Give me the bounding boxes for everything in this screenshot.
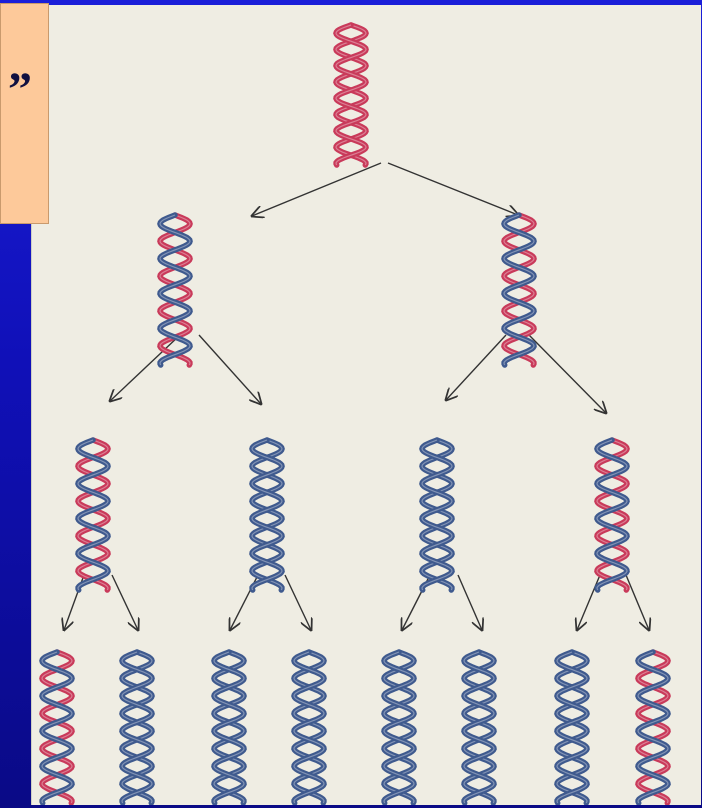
- callout-quote-mark: ”: [8, 66, 32, 114]
- replication-arrow-1-1: [199, 335, 261, 404]
- replication-arrow-2-5: [458, 575, 482, 630]
- dna-helix-gen2-2: [422, 440, 452, 590]
- replication-arrow-0-1: [388, 163, 518, 215]
- callout-box: ”: [0, 3, 49, 224]
- dna-helix-gen3-3: [294, 652, 324, 803]
- dna-helix-gen3-7: [638, 652, 668, 803]
- dna-helix-gen1-1: [504, 215, 534, 365]
- dna-replication-diagram: [31, 5, 701, 805]
- replication-arrow-2-3: [285, 575, 311, 630]
- replication-arrow-1-3: [529, 335, 606, 413]
- dna-replication-figure: [32, 5, 701, 805]
- dna-helix-gen1-0: [160, 215, 190, 365]
- replication-arrow-2-6: [577, 575, 600, 630]
- helices: [42, 25, 668, 803]
- dna-helix-gen3-2: [214, 652, 244, 803]
- replication-arrow-0-0: [252, 163, 381, 216]
- dna-helix-gen0-0: [336, 25, 366, 165]
- arrows: [64, 163, 649, 630]
- replication-arrow-2-7: [626, 575, 649, 630]
- dna-helix-gen3-0: [42, 652, 72, 803]
- dna-helix-gen2-1: [252, 440, 282, 590]
- dna-helix-gen3-6: [557, 652, 587, 803]
- dna-helix-gen2-0: [78, 440, 108, 590]
- replication-arrow-1-0: [110, 335, 180, 401]
- dna-helix-gen3-4: [384, 652, 414, 803]
- replication-arrow-1-2: [446, 335, 506, 400]
- replication-arrow-2-1: [112, 575, 138, 630]
- dna-helix-gen2-3: [597, 440, 627, 590]
- dna-helix-gen3-5: [464, 652, 494, 803]
- dna-helix-gen3-1: [122, 652, 152, 803]
